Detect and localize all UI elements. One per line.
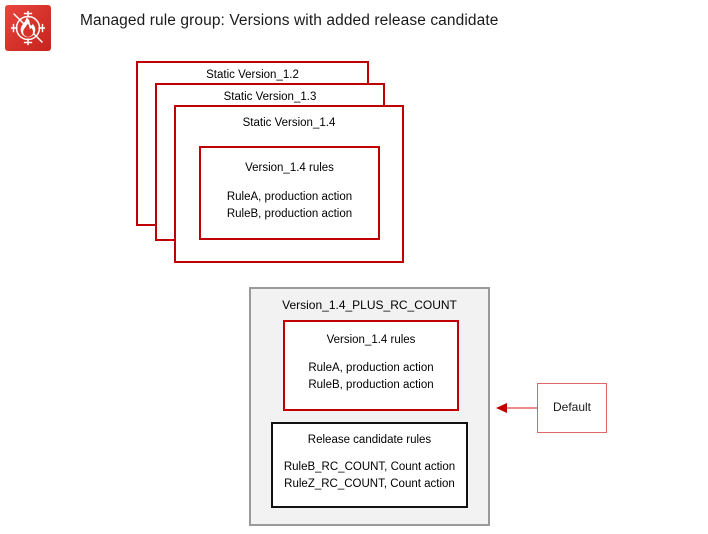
static-version-label: Static Version_1.4 xyxy=(242,117,336,129)
rule-item: RuleB, production action xyxy=(308,379,434,391)
default-callout-box[interactable]: Default xyxy=(537,383,607,433)
static-version-label: Static Version_1.2 xyxy=(206,69,299,81)
rule-item: RuleZ_RC_COUNT, Count action xyxy=(284,478,455,490)
version-rules-title: Version_1.4 rules xyxy=(245,162,334,174)
rule-item: RuleB_RC_COUNT, Count action xyxy=(283,461,456,473)
rc-container-title: Version_1.4_PLUS_RC_COUNT xyxy=(282,298,457,312)
rule-item: RuleB, production action xyxy=(226,208,353,220)
version-rules-title: Version_1.4 rules xyxy=(326,334,416,346)
static-version-label: Static Version_1.3 xyxy=(223,91,317,103)
rule-item: RuleA, production action xyxy=(308,362,434,374)
page-title: Managed rule group: Versions with added … xyxy=(80,12,499,29)
release-candidate-rules-box[interactable]: Release candidate rules RuleB_RC_COUNT, … xyxy=(271,422,468,508)
version-rules-list: RuleA, production action RuleB, producti… xyxy=(285,360,457,394)
aws-waf-firewall-icon xyxy=(5,5,51,51)
version-rules-box[interactable]: Version_1.4 rules RuleA, production acti… xyxy=(199,146,380,240)
version-rules-list: RuleA, production action RuleB, producti… xyxy=(201,189,378,223)
rc-version-rules-box[interactable]: Version_1.4 rules RuleA, production acti… xyxy=(283,320,459,411)
release-candidate-title: Release candidate rules xyxy=(307,434,432,446)
default-arrow-icon xyxy=(496,403,540,413)
release-candidate-rules-list: RuleB_RC_COUNT, Count action RuleZ_RC_CO… xyxy=(273,459,466,493)
default-callout-label: Default xyxy=(552,400,592,414)
rule-item: RuleA, production action xyxy=(226,191,353,203)
